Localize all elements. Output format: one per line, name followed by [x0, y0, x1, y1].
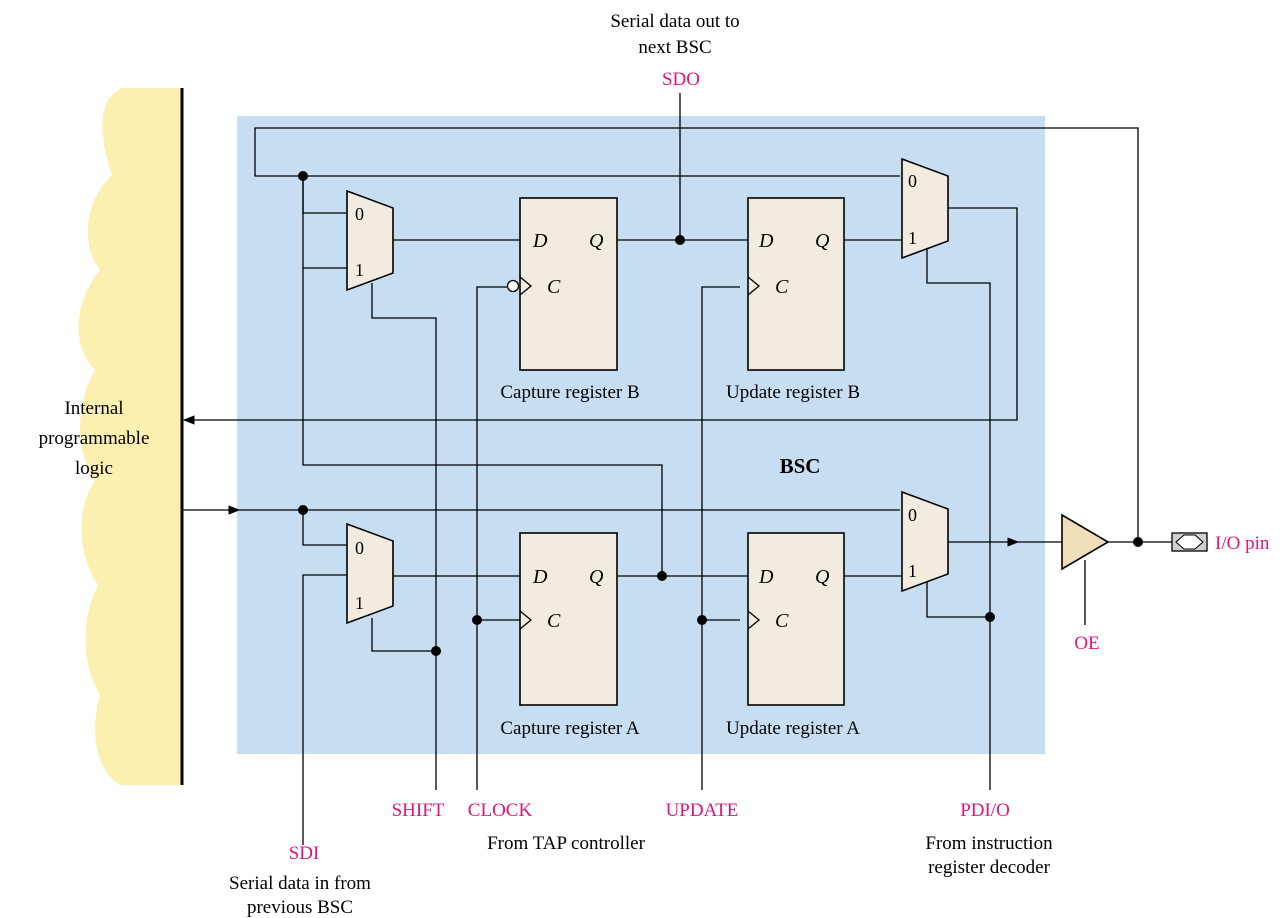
update-register-b — [747, 197, 845, 371]
junction-dot — [298, 171, 308, 181]
sdi-label: SDI — [289, 843, 320, 864]
mux-br-in1: 1 — [908, 561, 917, 581]
mux-top-right — [901, 157, 949, 260]
mux-tl-in1: 1 — [355, 260, 364, 280]
sdi-desc-line2: previous BSC — [247, 897, 353, 918]
wire-shift — [371, 283, 437, 790]
wire-sdi — [302, 574, 347, 845]
clock-triangle-capb — [519, 276, 533, 296]
capture-register-a-label: Capture register A — [500, 718, 640, 739]
output-buffer — [1061, 513, 1110, 571]
junction-dot — [675, 235, 685, 245]
mux-bottom-right — [901, 490, 949, 593]
mux-tr-in1: 1 — [908, 228, 917, 248]
junction-dot — [298, 505, 308, 515]
wire-to-logic — [182, 207, 1018, 425]
junction-dot — [472, 615, 482, 625]
wire-feedback-down — [302, 176, 663, 575]
logic-label-line1: Internal — [64, 398, 123, 419]
sdo-label: SDO — [662, 69, 700, 90]
junction-dot — [657, 571, 667, 581]
pdio-label: PDI/O — [960, 800, 1010, 821]
mux-bl-in0: 0 — [355, 538, 364, 558]
tap-controller-label: From TAP controller — [487, 833, 646, 854]
clock-triangle-capa — [519, 610, 533, 630]
mux-tl-in0: 0 — [355, 204, 364, 224]
update-register-b-label: Update register B — [726, 382, 860, 403]
logic-cloud — [78, 88, 182, 785]
update-register-a — [747, 532, 845, 706]
decoder-label-line2: register decoder — [928, 857, 1051, 878]
bsc-label: BSC — [780, 454, 821, 478]
io-pin-label: I/O pin — [1215, 533, 1270, 554]
logic-label-line3: logic — [75, 458, 113, 479]
capb-c: C — [547, 276, 561, 298]
upda-d: D — [758, 566, 774, 588]
capb-q: Q — [589, 230, 604, 252]
update-register-a-label: Update register A — [726, 718, 860, 739]
upda-q: Q — [815, 566, 830, 588]
mux-br-in0: 0 — [908, 505, 917, 525]
clock-label: CLOCK — [468, 800, 533, 821]
junction-dot — [431, 646, 441, 656]
junction-dot — [985, 612, 995, 622]
sdo-desc-line1: Serial data out to — [610, 11, 739, 32]
updb-q: Q — [815, 230, 830, 252]
capture-register-b-label: Capture register B — [500, 382, 639, 403]
capture-register-a — [519, 532, 618, 706]
wire-mux2-in0 — [302, 510, 347, 546]
sdo-desc-line2: next BSC — [638, 37, 711, 58]
capb-d: D — [532, 230, 548, 252]
io-pin-glyph — [1175, 534, 1204, 550]
updb-d: D — [758, 230, 774, 252]
update-label: UPDATE — [666, 800, 739, 821]
mux-bl-in1: 1 — [355, 593, 364, 613]
clock-triangle-upda — [747, 610, 761, 630]
upda-c: C — [775, 610, 789, 632]
sdi-desc-line1: Serial data in from — [229, 873, 371, 894]
clock-triangle-updb — [747, 276, 761, 296]
mux-bottom-left — [346, 522, 394, 625]
capture-register-b — [519, 197, 618, 371]
mux-top-left — [346, 189, 394, 292]
inverter-bubble — [506, 279, 520, 293]
logic-label-line2: programmable — [39, 428, 150, 449]
decoder-label-line1: From instruction — [925, 833, 1053, 854]
mux-tr-in0: 0 — [908, 171, 917, 191]
junction-dot — [1133, 537, 1143, 547]
updb-c: C — [775, 276, 789, 298]
io-feedback-wire — [254, 127, 1139, 542]
junction-dot — [697, 615, 707, 625]
shift-label: SHIFT — [392, 800, 445, 821]
capa-c: C — [547, 610, 561, 632]
capa-q: Q — [589, 566, 604, 588]
wire-mux4-sel — [926, 582, 990, 618]
wire-pdio — [926, 248, 991, 790]
oe-label: OE — [1074, 633, 1099, 654]
capa-d: D — [532, 566, 548, 588]
wire-mux2-sel — [371, 618, 436, 652]
